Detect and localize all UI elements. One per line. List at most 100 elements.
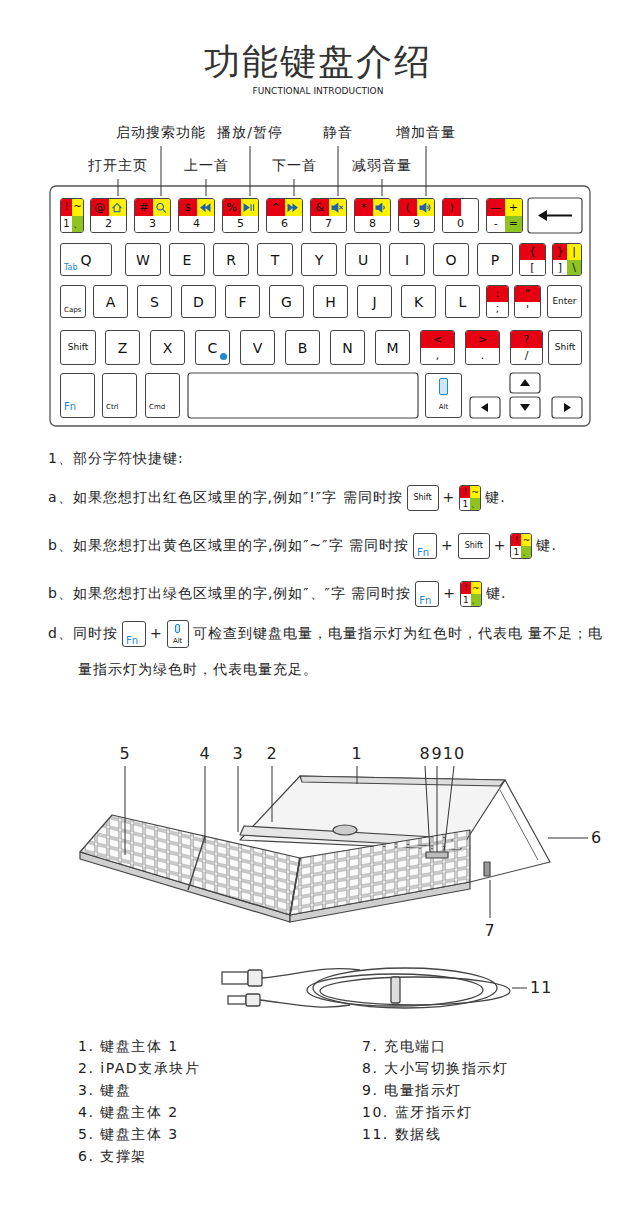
key-legend: + (505, 199, 523, 216)
keyboard-key: X (150, 330, 185, 365)
instruction-text: b、如果您想打出黄色区域里的字,例如″~″字 需同时按 (48, 537, 409, 553)
leader-line (294, 179, 295, 196)
data-cable (246, 994, 260, 1006)
folding-keyboard (290, 858, 300, 915)
key-legend: { (520, 244, 545, 260)
callout-line (125, 766, 126, 855)
key-legend: @ (91, 199, 109, 216)
keyboard-key: &7 (310, 198, 347, 233)
plain-key (188, 198, 582, 418)
keyboard-key: Y (301, 243, 337, 276)
key-legend: A (94, 286, 127, 317)
key-legend: 1 (511, 546, 521, 558)
key-legend: Alt (426, 398, 461, 417)
part-name: 10. 蓝牙指示灯 (362, 1104, 472, 1122)
keyboard-key: !~1、 (60, 198, 84, 233)
key-arrow (520, 404, 530, 411)
keyboard-key: (9 (398, 198, 435, 233)
keyboard-key: V (240, 330, 275, 365)
keyboard-key: ^6 (266, 198, 303, 233)
keyboard-key: Ctrl (102, 373, 137, 418)
callout-line (437, 766, 438, 852)
callout-line (238, 766, 239, 832)
folding-keyboard (470, 780, 550, 882)
key-legend: Cmd (146, 398, 179, 417)
key-legend: ' (515, 302, 540, 318)
plain-key (470, 397, 500, 418)
callout-line (512, 988, 527, 989)
keyboard-key: #3 (134, 198, 171, 233)
part-name: 7. 充电端口 (362, 1038, 446, 1056)
keyboard-key: C (195, 330, 230, 365)
keyboard-key: *8 (354, 198, 391, 233)
key-legend: L (446, 286, 479, 317)
keyboard-key: Shift (458, 533, 490, 559)
key-legend: I (390, 244, 424, 275)
keyboard-key: !~1、 (459, 485, 481, 511)
key-legend: J (358, 286, 391, 317)
media-icon (428, 204, 430, 211)
key-arrow (564, 403, 571, 412)
media-icon (332, 203, 338, 211)
instruction-text: 键. (485, 489, 505, 505)
leader-line (426, 146, 427, 196)
key-legend: 5 (223, 216, 258, 233)
key-legend: Fn (414, 547, 436, 558)
folding-keyboard (80, 776, 550, 922)
instruction-text: a、如果您想打出红色区域里的字,例如″!″字 需同时按 (48, 489, 403, 505)
key-legend: Fn (61, 398, 94, 417)
leader-line (338, 146, 339, 196)
keyboard-key: Alt (425, 373, 462, 418)
key-legend: ) (443, 199, 461, 216)
key-legend: / (511, 348, 542, 365)
keyboard-key: Fn (413, 533, 437, 559)
function-label: 增加音量 (396, 124, 456, 142)
keyboard-key: >. (465, 330, 500, 365)
key-legend: 0 (443, 216, 478, 233)
part-name: 9. 电量指示灯 (362, 1082, 462, 1100)
key-legend: Shift (408, 486, 438, 510)
key-legend: 6 (267, 216, 302, 233)
function-label: 启动搜索功能 (116, 124, 206, 142)
keyboard-key: H (313, 285, 348, 318)
key-legend: 、 (471, 594, 481, 606)
key-legend: $ (179, 199, 197, 216)
plain-key (510, 397, 540, 418)
part-name: 1. 键盘主体 1 (78, 1038, 179, 1056)
key-legend: Tab (61, 261, 111, 275)
leader-line (382, 179, 383, 196)
callout-line (444, 766, 454, 852)
key-legend: 、 (72, 216, 83, 233)
leader-line (250, 146, 251, 196)
part-name: 11. 数据线 (362, 1126, 441, 1144)
key-legend: \ (567, 260, 581, 276)
function-label: 减弱音量 (352, 157, 412, 175)
callout-number: 5 (119, 744, 130, 763)
key-legend: 8 (355, 216, 390, 233)
key-legend: } (553, 244, 567, 260)
icon-cell (417, 199, 435, 216)
media-icon (251, 204, 253, 211)
function-label: 1、部分字符快捷键: (48, 450, 184, 468)
media-icon (288, 204, 297, 211)
key-legend: # (135, 199, 153, 216)
plus-sign: + (441, 537, 454, 553)
keyboard-key: S (137, 285, 172, 318)
data-cable (228, 996, 246, 1004)
instruction-text: 键. (486, 585, 506, 601)
plain-key (552, 397, 582, 418)
key-legend: ; (487, 302, 508, 318)
keyboard-key: Alt (167, 620, 189, 648)
key-legend: [ (520, 260, 545, 276)
key-legend: ^ (267, 199, 285, 216)
folding-keyboard (80, 815, 300, 915)
icon-cell (109, 199, 127, 216)
key-legend: W (126, 244, 160, 275)
callout-line (272, 766, 273, 822)
key-legend: Enter (548, 286, 581, 317)
data-cable (320, 977, 510, 1005)
keyboard-key: {[ (519, 243, 546, 276)
key-legend: " (515, 286, 540, 302)
keyboard-outline (50, 186, 590, 426)
instruction-text: d、同时按 (48, 625, 118, 641)
